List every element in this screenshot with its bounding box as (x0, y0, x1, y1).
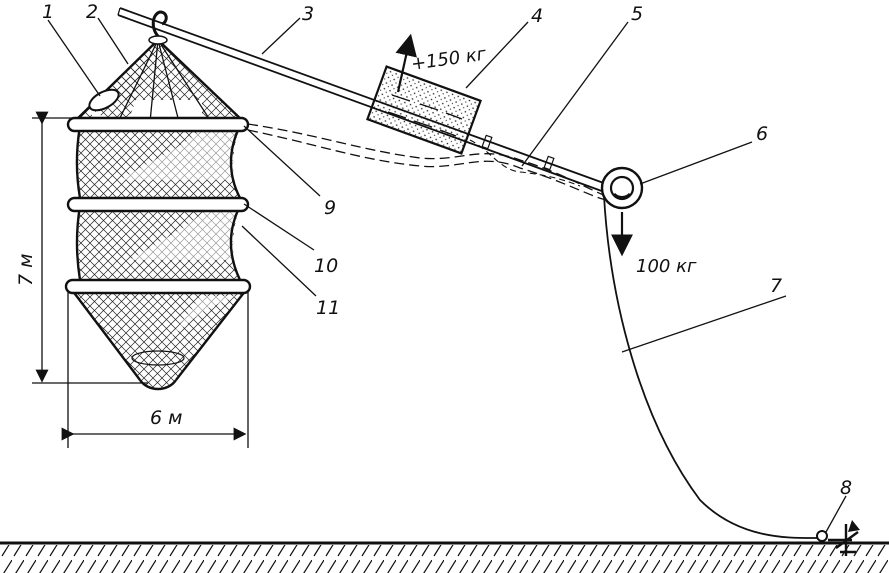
width-dimension-label: 6 м (150, 407, 182, 429)
leader-lines (47, 17, 847, 533)
ring-middle (66, 196, 250, 213)
label-4: 4 (531, 5, 543, 27)
dimension-height (32, 111, 148, 384)
ring-bottom (64, 278, 252, 295)
label-7: 7 (770, 275, 782, 297)
cage-rings (64, 116, 252, 295)
buoyancy-force-label: +150 кг (410, 44, 488, 75)
label-1: 1 (42, 1, 54, 23)
hoses (247, 123, 607, 201)
buoyancy-arrow (395, 33, 417, 93)
label-11: 11 (316, 297, 340, 319)
cage-net (71, 125, 247, 391)
dimension-width (61, 292, 249, 448)
height-dimension-label: 7 м (15, 254, 37, 286)
ring-top (66, 116, 250, 133)
float-4 (366, 65, 482, 155)
tension-force-label: 100 кг (636, 256, 697, 277)
label-10: 10 (314, 255, 338, 277)
label-5: 5 (631, 3, 643, 25)
anchor-icon (816, 520, 860, 556)
label-2: 2 (86, 1, 98, 23)
spar-boom (117, 7, 613, 195)
label-3: 3 (302, 3, 314, 25)
mooring-line-7 (603, 195, 819, 539)
label-6: 6 (756, 123, 768, 145)
pulley-6 (600, 166, 644, 210)
seabed (0, 541, 889, 573)
cage-top-cone (73, 35, 245, 123)
label-9: 9 (324, 197, 336, 219)
label-8: 8 (840, 477, 852, 499)
hook-icon (151, 10, 168, 40)
